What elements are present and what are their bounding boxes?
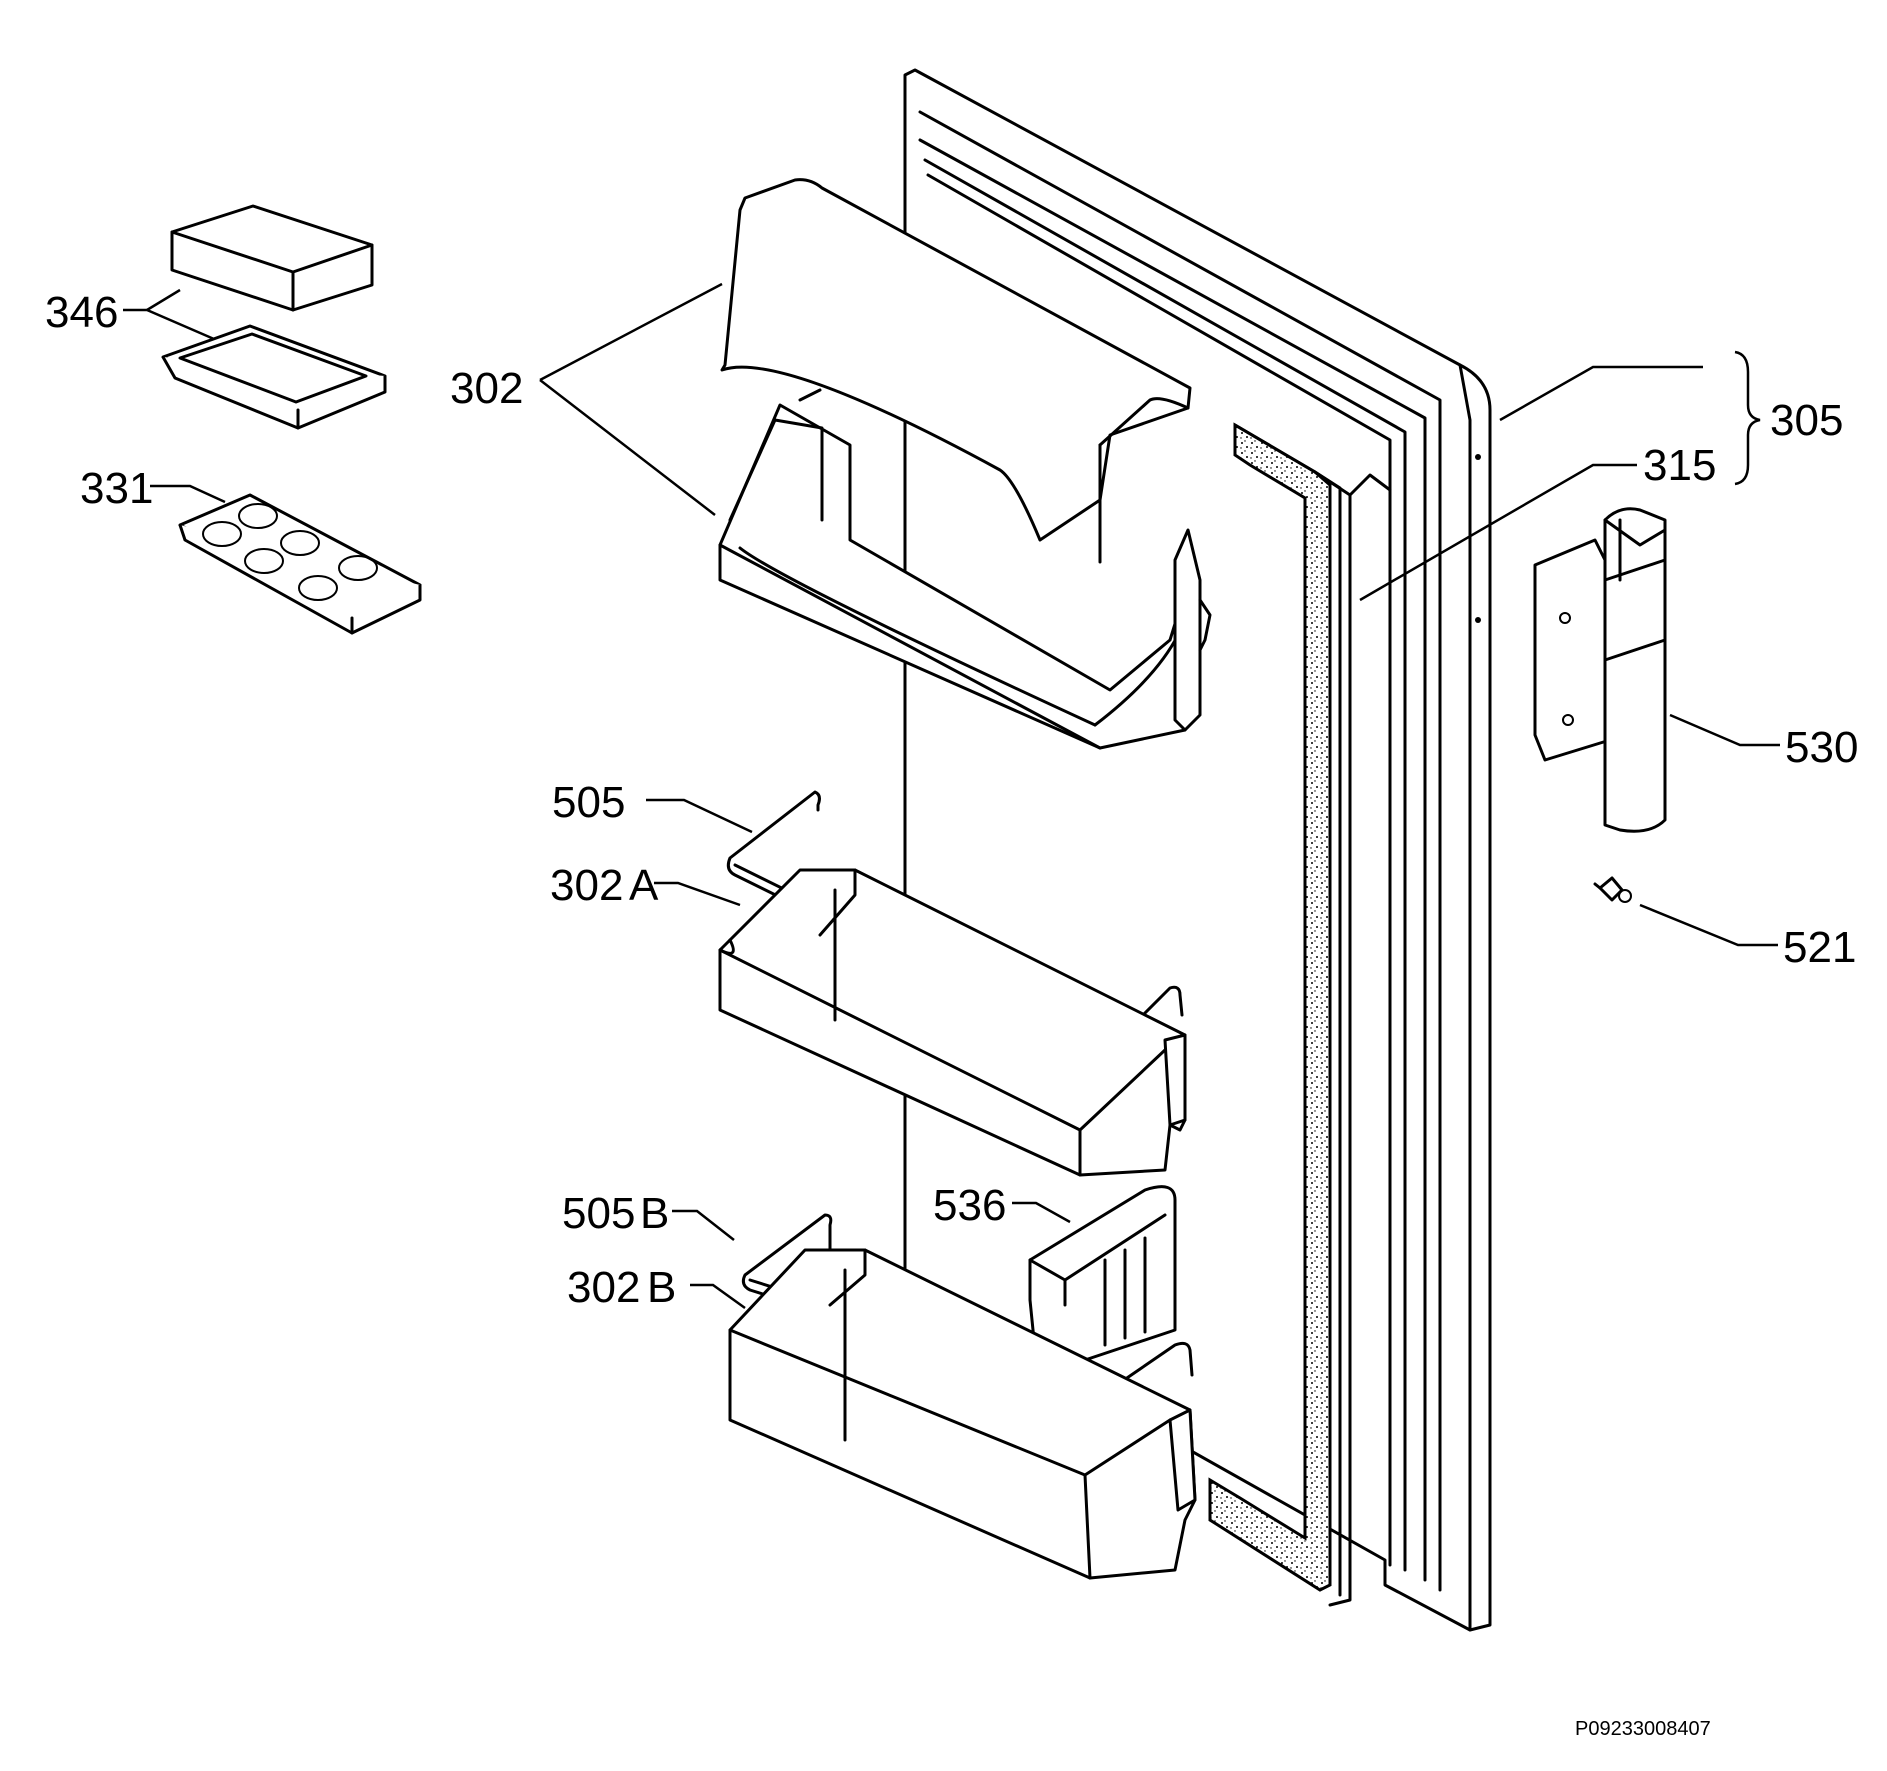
label-302b-suffix: B: [647, 1263, 676, 1312]
dairy-compartment-302: [718, 178, 1212, 750]
door-shelf-302B: [728, 1248, 1197, 1580]
door-gasket-315: [1208, 422, 1392, 1607]
screw-521: [1593, 876, 1632, 903]
brace-305: [1734, 350, 1761, 486]
label-302a-suffix: A: [629, 861, 659, 910]
leader-lines: [123, 282, 1780, 1310]
label-331: 331: [80, 464, 153, 513]
label-302a-number: 302: [550, 861, 623, 910]
egg-tray-331: [178, 493, 422, 635]
label-536: 536: [933, 1181, 1006, 1230]
label-315: 315: [1643, 441, 1716, 490]
butter-dish-346: [161, 204, 387, 430]
door-handle-530: [1533, 507, 1667, 833]
label-305: 305: [1770, 396, 1843, 445]
label-530: 530: [1785, 723, 1858, 772]
label-302: 302: [450, 364, 523, 413]
label-505b-number: 505: [562, 1189, 635, 1238]
shelf-divider-536: [1028, 1185, 1177, 1362]
label-505b-suffix: B: [640, 1189, 669, 1238]
label-505: 505: [552, 778, 625, 827]
label-521: 521: [1783, 923, 1856, 972]
door-shelf-302A: [718, 868, 1187, 1177]
label-302b-number: 302: [567, 1263, 640, 1312]
label-346: 346: [45, 288, 118, 337]
drawing-code: P09233008407: [1575, 1718, 1711, 1740]
